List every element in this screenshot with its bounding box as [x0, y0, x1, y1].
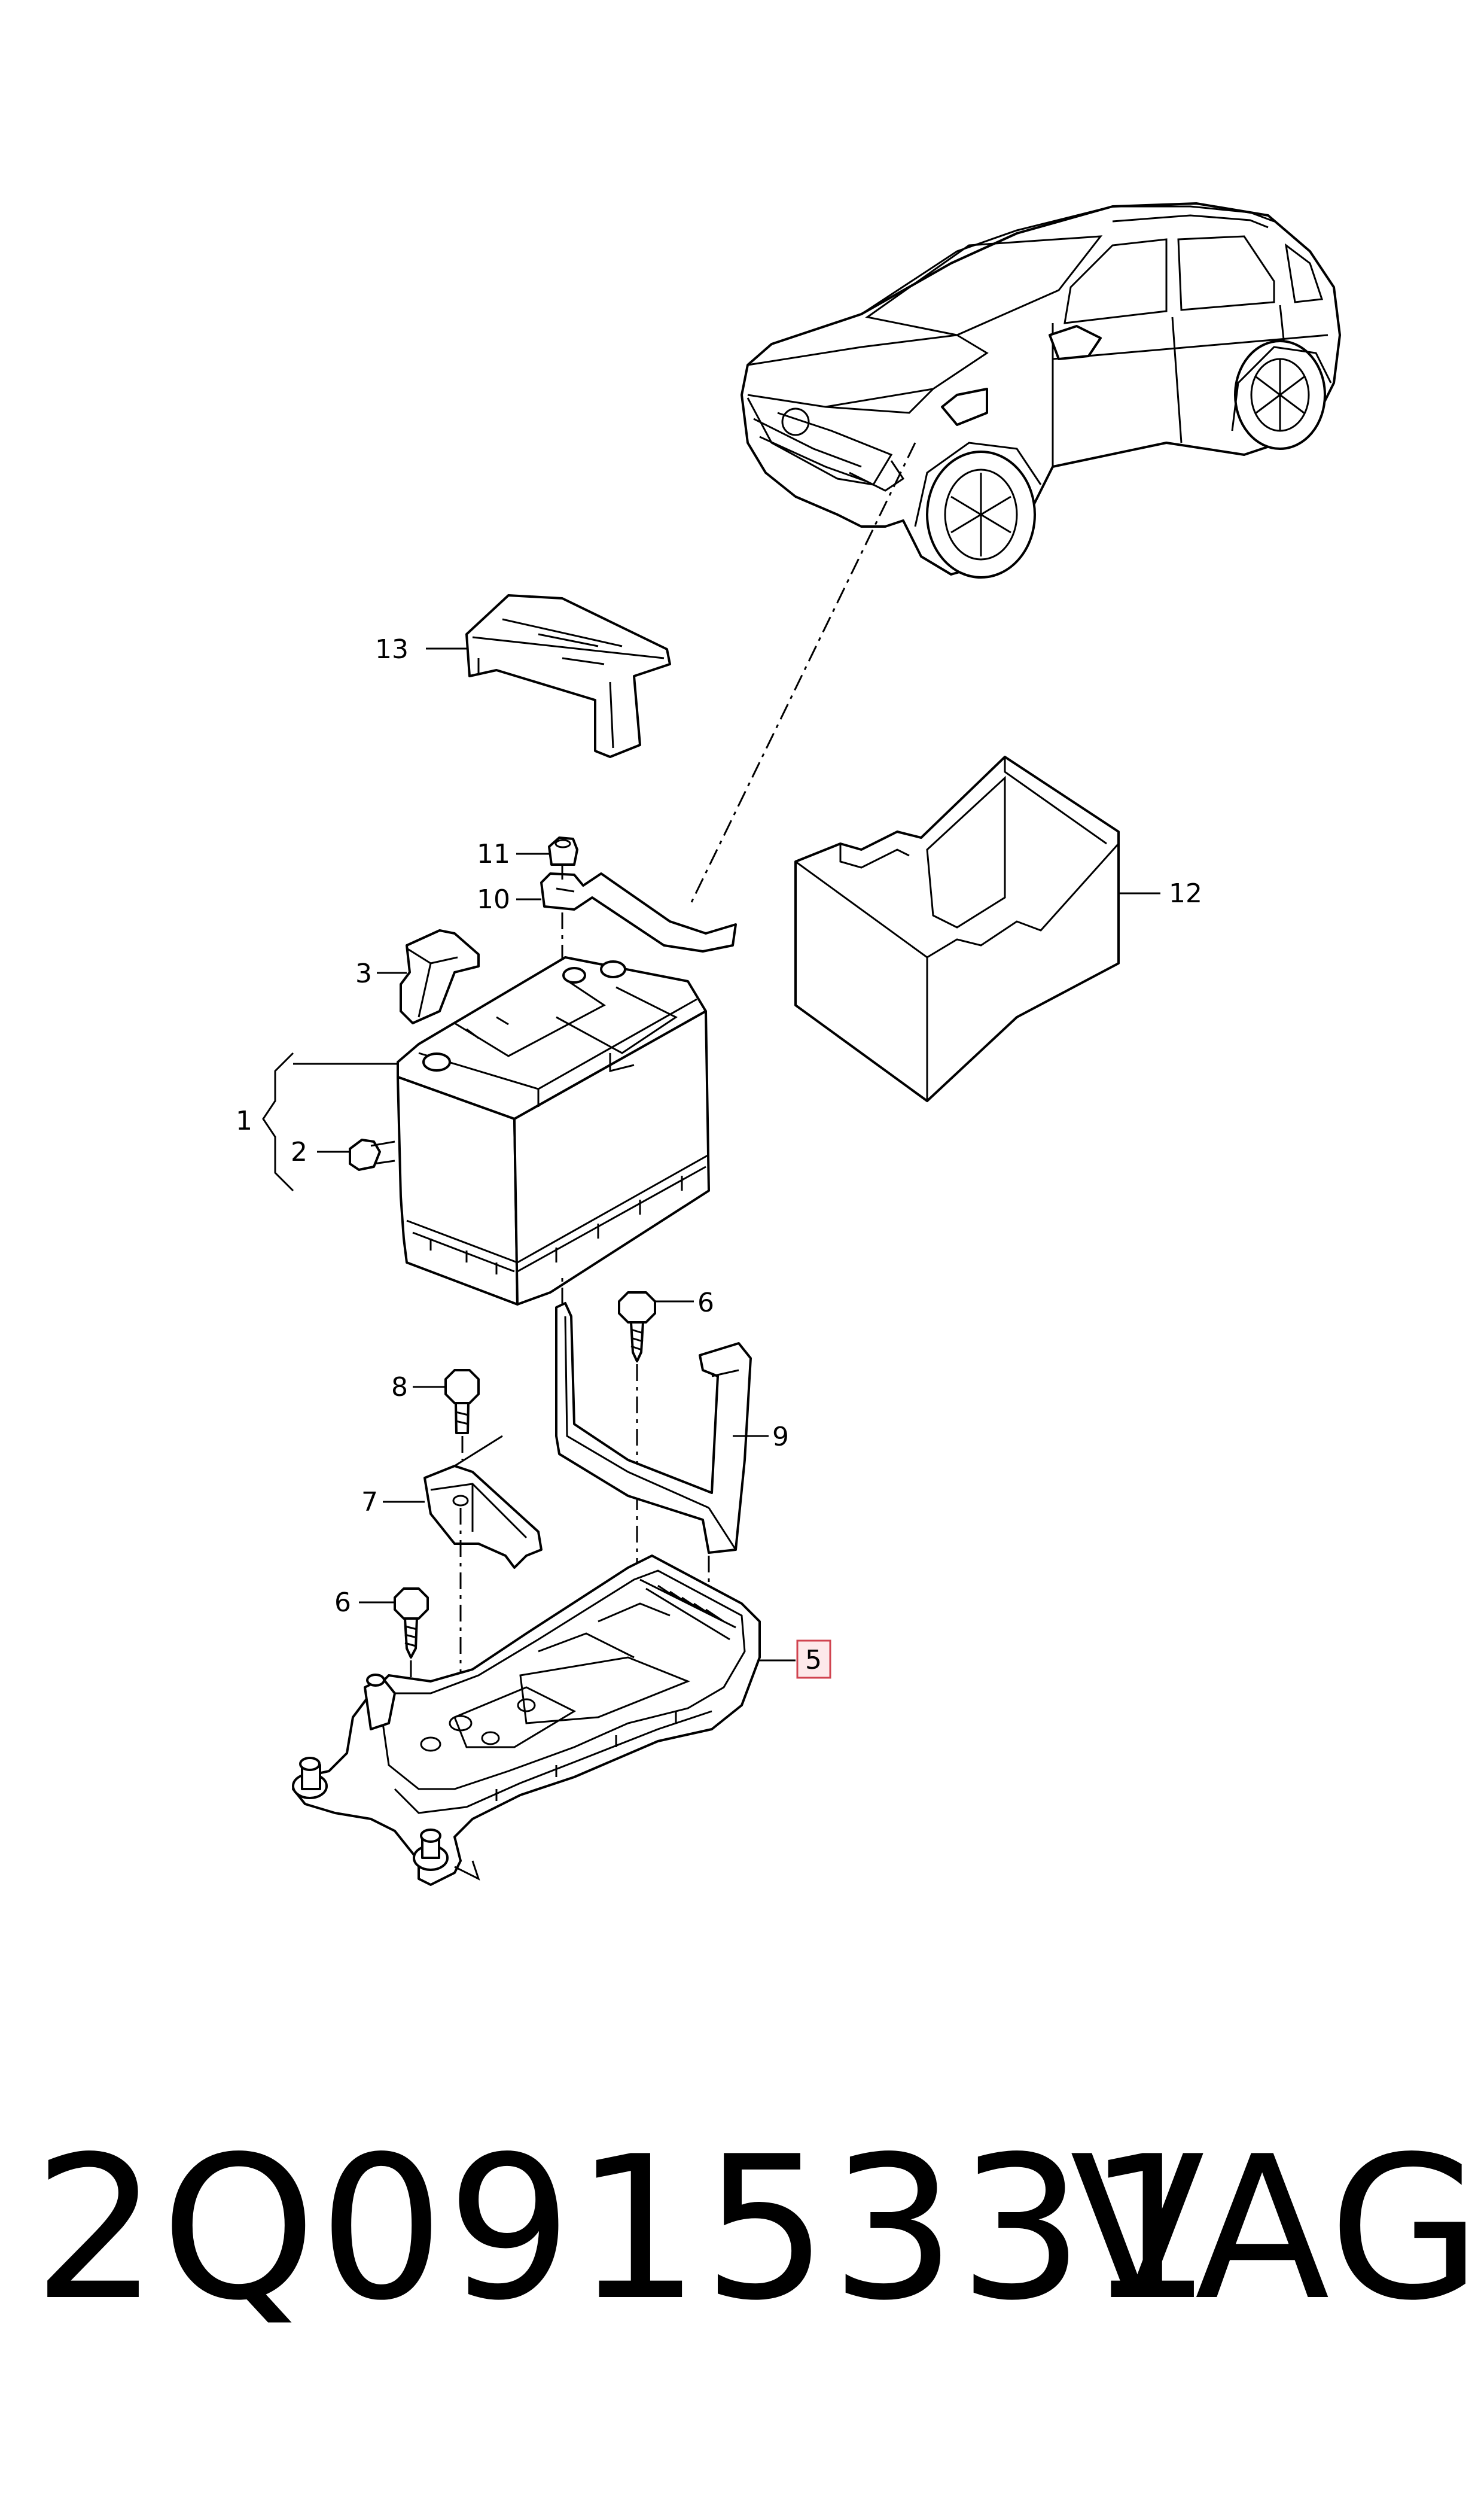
vehicle-illustration [741, 202, 1341, 579]
callout-5: 5 [805, 1645, 822, 1675]
part-9-battery-holder [555, 1302, 752, 1554]
part-1-battery [397, 956, 710, 1306]
callout-10: 10 [477, 884, 510, 915]
part-10-terminal-clamp [540, 865, 737, 960]
parts-diagram: 13 12 11 10 3 1 2 6 8 9 7 6 5 [236, 202, 1341, 1886]
part-5-battery-tray [292, 1554, 761, 1886]
part-7-bracket [423, 1435, 543, 1569]
part-12-battery-box [794, 756, 1120, 1102]
callout-7: 7 [361, 1487, 378, 1517]
callout-13: 13 [375, 634, 409, 665]
callout-11: 11 [477, 839, 510, 869]
callout-8: 8 [391, 1372, 408, 1403]
callout-3: 3 [355, 959, 372, 989]
part-6-bolt-upper [618, 1291, 656, 1362]
callout-labels: 13 12 11 10 3 1 2 6 8 9 7 6 5 [236, 634, 1202, 1679]
part-13-battery-cover [465, 594, 671, 758]
footer: 2Q0915331 VAG [0, 2130, 1484, 2417]
location-line [690, 442, 916, 904]
callout-12: 12 [1169, 878, 1202, 909]
part-3-terminal-cover [400, 929, 480, 1024]
part-8-bolt [444, 1369, 480, 1434]
brand-name: VAG [1069, 2114, 1484, 2344]
callout-5-highlight-box [796, 1639, 831, 1679]
part-11-nut [548, 836, 578, 866]
callout-9: 9 [772, 1422, 789, 1452]
callout-6-lower: 6 [334, 1587, 351, 1618]
part-6-bolt-lower [394, 1587, 429, 1659]
callout-2: 2 [291, 1137, 307, 1167]
part-number: 2Q0915331 [33, 2114, 1215, 2344]
callout-6-upper: 6 [697, 1288, 714, 1318]
callout-1: 1 [236, 1106, 252, 1136]
part-2-vent-plug [349, 1139, 395, 1171]
